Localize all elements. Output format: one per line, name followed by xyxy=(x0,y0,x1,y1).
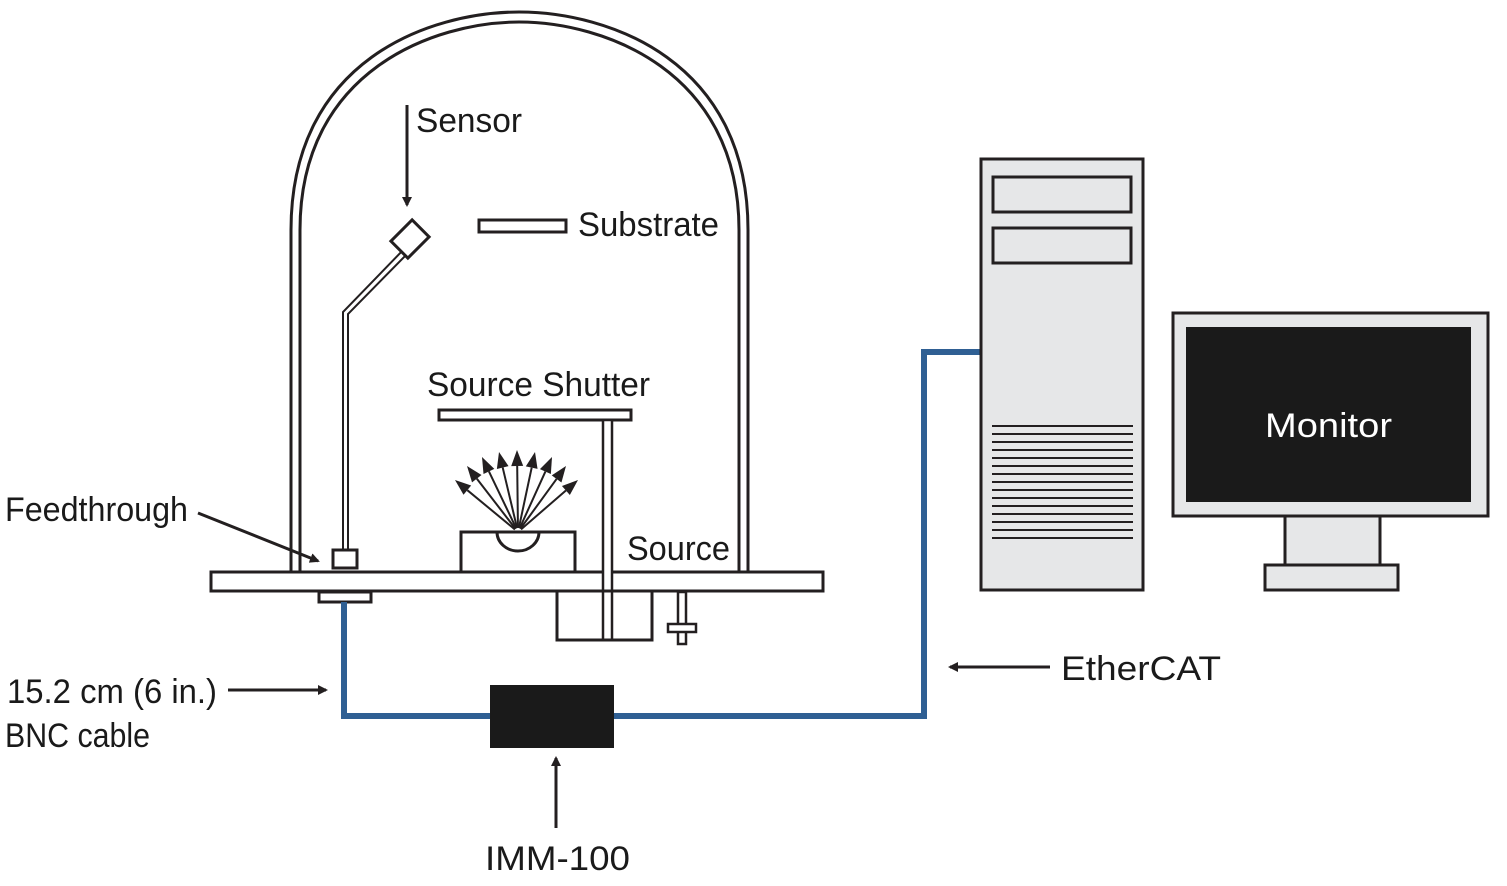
monitor-label: Monitor xyxy=(1265,407,1392,445)
bnc-cable xyxy=(341,602,492,719)
vapor-ray-arrowhead xyxy=(455,480,472,495)
vapor-ray xyxy=(488,470,518,529)
vapor-ray xyxy=(475,478,517,530)
vapor-ray-arrowhead xyxy=(561,480,578,496)
vapor-ray xyxy=(519,478,558,530)
baseplate xyxy=(209,570,825,593)
cables xyxy=(341,349,982,719)
pc-tower xyxy=(979,157,1145,592)
feedthrough-label: Feedthrough xyxy=(5,491,188,529)
sensor-head xyxy=(388,217,432,261)
source-label: Source xyxy=(627,530,730,568)
drive-bay-2 xyxy=(991,226,1133,265)
vapor-ray-arrowhead xyxy=(539,457,552,475)
substrate xyxy=(477,218,568,234)
ethercat-label: EtherCAT xyxy=(1061,650,1221,688)
pointer-arrows xyxy=(197,105,1050,828)
vapor-ray-arrowhead xyxy=(525,452,538,469)
bolt xyxy=(666,590,698,646)
source-crucible xyxy=(459,530,577,574)
vapor-plume xyxy=(455,450,578,531)
vapor-ray-arrowhead xyxy=(496,452,509,469)
source-shutter xyxy=(437,408,654,642)
vapor-ray xyxy=(520,489,567,531)
vapor-ray xyxy=(501,467,519,529)
monitor-screen xyxy=(1186,327,1471,502)
feedthrough-arrow xyxy=(197,511,320,563)
sensor-arm xyxy=(342,245,412,550)
vapor-ray-arrowhead xyxy=(551,466,566,483)
monitor xyxy=(1171,311,1490,592)
vapor-ray xyxy=(466,489,516,531)
cable-length-label: 15.2 cm (6 in.) xyxy=(7,673,217,711)
cable-type-label: BNC cable xyxy=(5,717,150,755)
imm-100-device xyxy=(490,685,614,748)
bell-jar xyxy=(289,10,750,575)
source-shutter-label: Source Shutter xyxy=(427,366,650,404)
sensor-label: Sensor xyxy=(416,102,522,140)
tower-vents xyxy=(992,425,1133,539)
vapor-ray xyxy=(516,465,519,529)
substrate-label: Substrate xyxy=(578,206,719,244)
vapor-ray-arrowhead xyxy=(482,457,495,475)
ethercat-cable xyxy=(612,349,982,719)
drive-bay-1 xyxy=(991,175,1133,214)
vapor-ray-arrowhead xyxy=(467,466,482,483)
vapor-ray xyxy=(518,471,547,529)
vapor-ray-arrowhead xyxy=(511,450,524,467)
vapor-ray xyxy=(517,467,533,529)
imm-100-label: IMM-100 xyxy=(485,840,630,878)
